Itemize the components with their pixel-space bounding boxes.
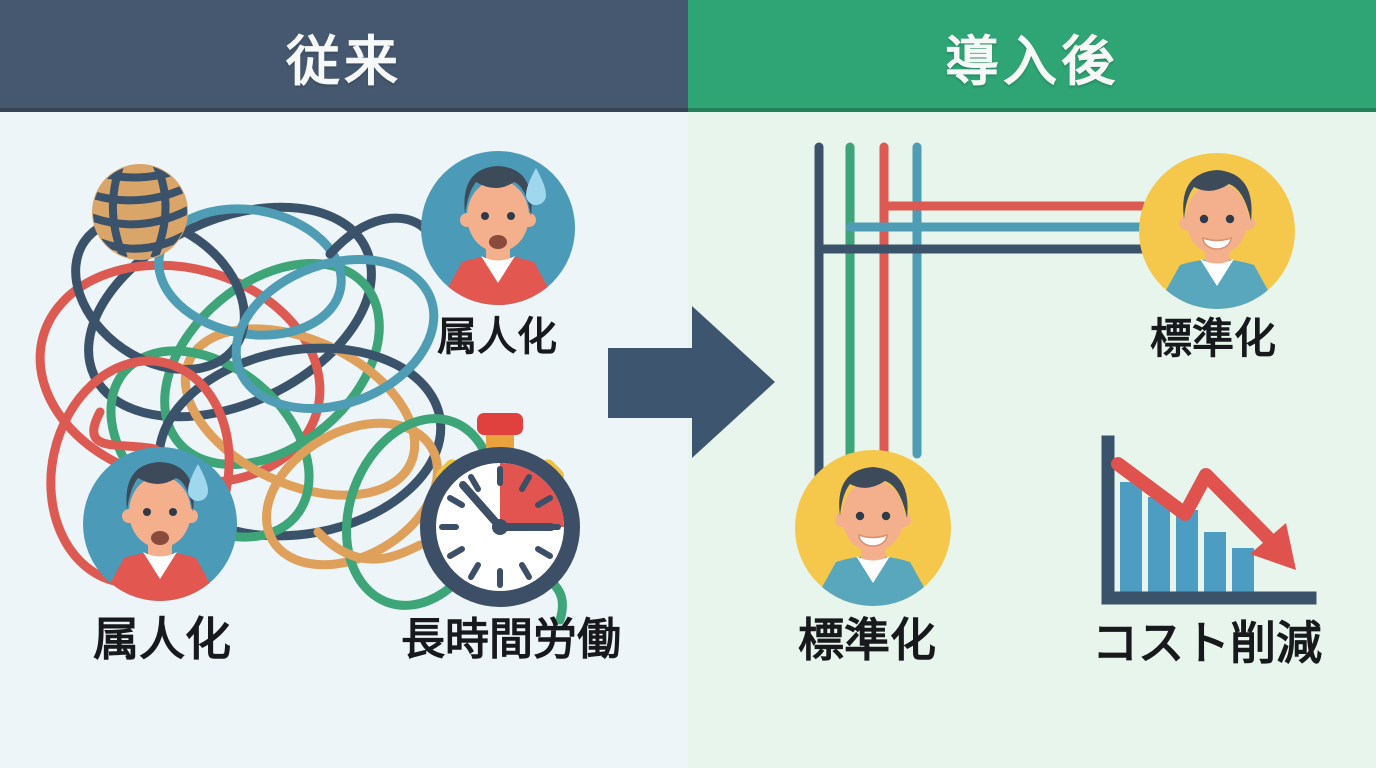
label-person-bottom-before: 属人化: [93, 613, 231, 665]
panel-before-title: 従来: [286, 31, 402, 92]
worried-person-icon: [83, 447, 237, 601]
panel-after: 導入後: [688, 0, 1376, 768]
label-stopwatch: 長時間労働: [401, 615, 621, 664]
panel-before: 従来: [0, 0, 688, 768]
yarn-ball-icon: [92, 164, 188, 260]
declining-chart-icon: [1101, 435, 1317, 605]
header-after: 導入後: [688, 0, 1376, 112]
organized-threads-icon: [814, 142, 1148, 485]
organized-threads-illustration: [795, 142, 1317, 606]
label-chart: コスト削減: [1092, 617, 1322, 669]
label-person-top-before: 属人化: [437, 315, 557, 359]
happy-person-icon: [795, 450, 951, 606]
tangled-threads-illustration: [35, 151, 580, 625]
worried-person-icon: [421, 151, 575, 305]
right-arrow-icon: [608, 306, 775, 458]
panel-after-title: 導入後: [945, 31, 1119, 92]
label-person-top-after: 標準化: [1149, 315, 1277, 362]
label-person-bottom-after: 標準化: [798, 614, 936, 666]
stopwatch-icon: [420, 413, 580, 607]
header-before: 従来: [0, 0, 688, 112]
happy-person-icon: [1139, 153, 1295, 309]
